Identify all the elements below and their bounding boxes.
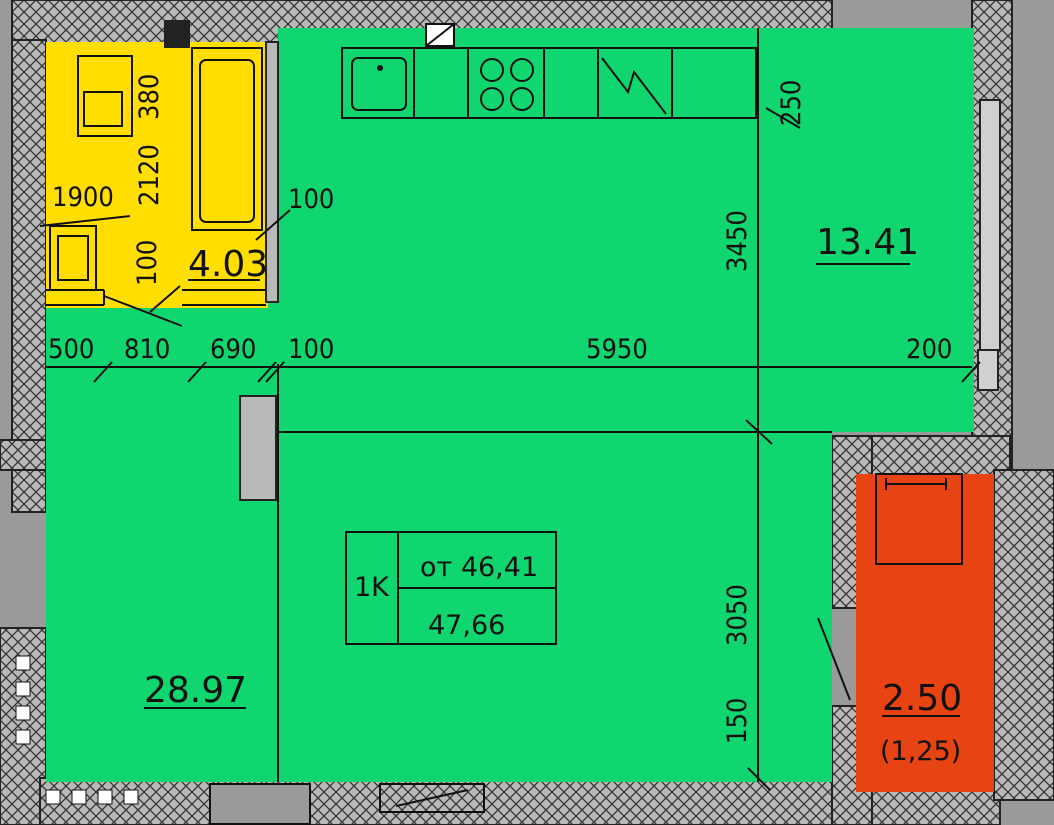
riser-icon <box>164 20 190 48</box>
stove-icon <box>480 58 534 111</box>
wall-detail-blocks <box>15 655 485 825</box>
bathroom-area-label: 4.03 <box>188 244 268 285</box>
dim-500: 500 <box>48 334 94 365</box>
dim-250: 250 <box>776 80 807 126</box>
balcony-frame <box>875 99 1001 565</box>
bathroom-room <box>46 42 268 308</box>
fridge-icon <box>601 57 667 115</box>
dim-100-row: 100 <box>288 334 334 365</box>
dim-380: 380 <box>134 74 165 120</box>
sink-icon <box>351 57 407 111</box>
main-room <box>46 364 832 782</box>
dim-150: 150 <box>722 698 753 744</box>
dim-690: 690 <box>210 334 256 365</box>
wall-left-upper <box>11 39 47 513</box>
apartment-total-area-label: 47,66 <box>428 610 505 641</box>
dimension-ticks <box>39 107 981 791</box>
wall-balcony-outer <box>993 469 1054 801</box>
dim-200: 200 <box>906 334 952 365</box>
apartment-info-box <box>345 531 557 645</box>
dim-5950: 5950 <box>586 334 648 365</box>
dim-100-top: 100 <box>288 184 334 215</box>
balcony-reduced-area-label: (1,25) <box>880 736 961 767</box>
wall-left-stub <box>0 439 47 471</box>
dim-810: 810 <box>124 334 170 365</box>
dim-1900: 1900 <box>52 182 114 213</box>
kitchen-counter <box>341 23 757 119</box>
dim-2120: 2120 <box>134 144 165 206</box>
balcony-room <box>856 474 994 792</box>
apartment-area-from-label: от 46,41 <box>420 552 538 583</box>
balcony-area-label: 2.50 <box>882 678 962 719</box>
dim-3450: 3450 <box>722 210 753 272</box>
apartment-type-label: 1K <box>354 572 390 603</box>
kitchen-area-label: 13.41 <box>816 222 919 263</box>
partitions <box>46 28 972 782</box>
dim-3050: 3050 <box>722 584 753 646</box>
dim-100-mid: 100 <box>132 240 163 286</box>
living-area-label: 28.97 <box>144 670 247 711</box>
washbasin-icon <box>49 55 133 291</box>
bathtub-icon <box>191 47 263 231</box>
